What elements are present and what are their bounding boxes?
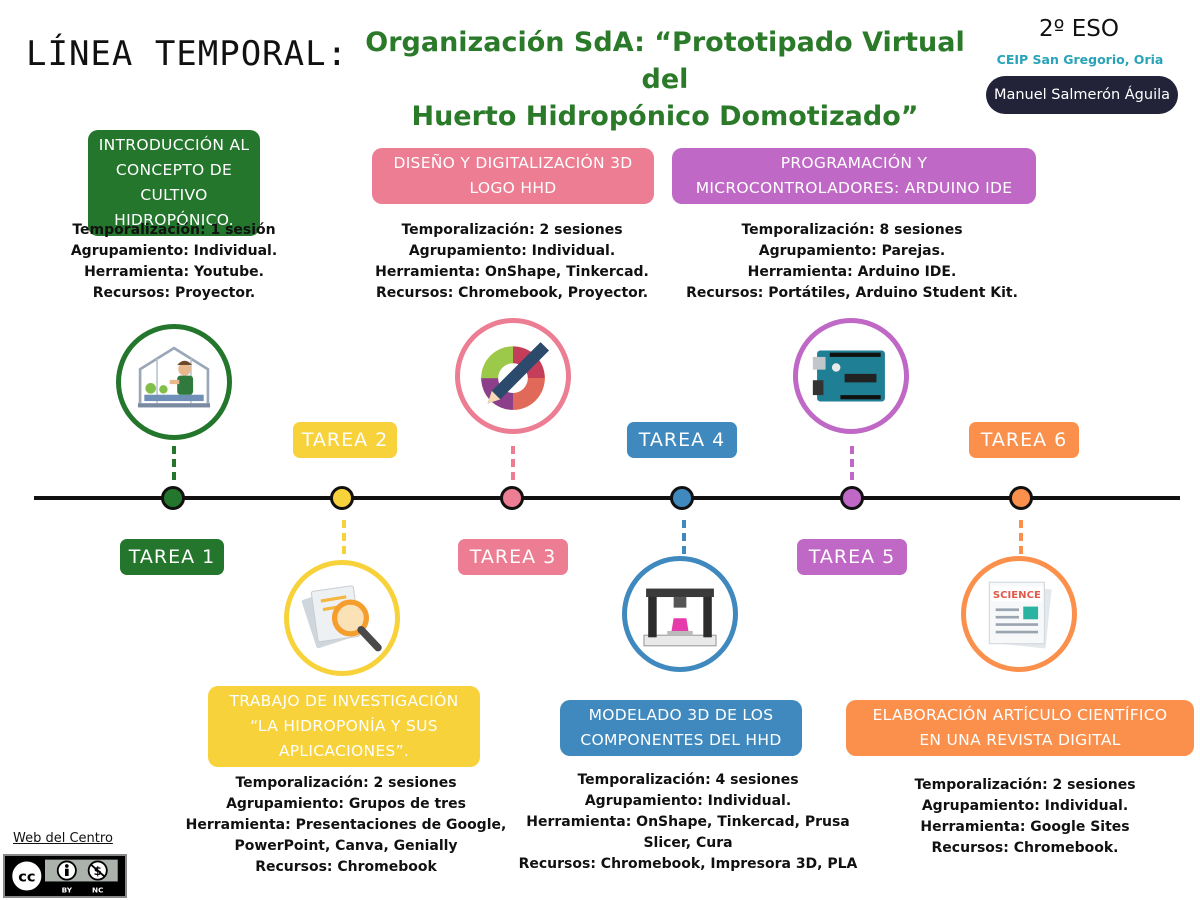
task-6-title-line: EN UNA REVISTA DIGITAL bbox=[919, 731, 1121, 749]
info-line: Temporalización: 1 sesión bbox=[72, 222, 276, 238]
connector-dash bbox=[850, 446, 854, 480]
timeline-axis bbox=[34, 496, 1180, 500]
task-4-title-line: COMPONENTES DEL HHD bbox=[580, 731, 782, 749]
info-line: Recursos: Portátiles, Arduino Student Ki… bbox=[686, 285, 1018, 301]
task-3-title-line: DISEÑO Y DIGITALIZACIÓN 3D bbox=[393, 154, 633, 172]
info-line: Temporalización: 4 sesiones bbox=[577, 772, 799, 788]
school-label: CEIP San Gregorio, Oria bbox=[996, 52, 1164, 67]
info-line: Agrupamiento: Individual. bbox=[70, 243, 278, 259]
info-line: Agrupamiento: Individual. bbox=[921, 798, 1129, 814]
task-1-title: INTRODUCCIÓN AL CONCEPTO DE CULTIVO HIDR… bbox=[88, 130, 260, 236]
info-line: Agrupamiento: Individual. bbox=[584, 793, 792, 809]
task-3-title: DISEÑO Y DIGITALIZACIÓN 3D LOGO HHD bbox=[372, 148, 654, 204]
info-line: Recursos: Chromebook, Proyector. bbox=[375, 285, 649, 301]
connector-dash bbox=[172, 446, 176, 480]
info-line: Herramienta: Google Sites bbox=[920, 819, 1130, 835]
task-1-title-line: INTRODUCCIÓN AL bbox=[98, 136, 250, 154]
task-2-title: TRABAJO DE INVESTIGACIÓN “LA HIDROPONÍA … bbox=[208, 686, 480, 767]
timeline-dot-4 bbox=[670, 486, 694, 510]
info-line: Herramienta: Presentaciones de Google, bbox=[185, 817, 507, 833]
task-6-label: TAREA 6 bbox=[969, 422, 1079, 458]
task-2-label: TAREA 2 bbox=[293, 422, 397, 458]
grade-label: 2º ESO bbox=[1038, 16, 1120, 42]
task-2-info: Temporalización: 2 sesiones Agrupamiento… bbox=[182, 773, 510, 878]
subtitle-line-2: Huerto Hidropónico Domotizado” bbox=[411, 101, 919, 132]
task-5-title: PROGRAMACIÓN Y MICROCONTROLADORES: ARDUI… bbox=[672, 148, 1036, 204]
info-line: Recursos: Chromebook. bbox=[931, 840, 1119, 856]
task-2-title-line: TRABAJO DE INVESTIGACIÓN bbox=[229, 692, 459, 710]
design-pen-icon bbox=[455, 318, 571, 434]
task-4-label: TAREA 4 bbox=[627, 422, 737, 458]
timeline-dot-1 bbox=[161, 486, 185, 510]
svg-text:cc: cc bbox=[18, 869, 35, 885]
timeline-dot-2 bbox=[330, 486, 354, 510]
task-5-title-line: PROGRAMACIÓN Y bbox=[780, 154, 928, 172]
info-line: Herramienta: OnShape, Tinkercad, Prusa bbox=[526, 814, 850, 830]
task-6-title-line: ELABORACIÓN ARTÍCULO CIENTÍFICO bbox=[872, 706, 1168, 724]
page-title: LÍNEA TEMPORAL: bbox=[26, 34, 349, 74]
info-line: Slicer, Cura bbox=[643, 835, 733, 851]
info-line: Recursos: Chromebook, Impresora 3D, PLA bbox=[518, 856, 858, 872]
page-subtitle: Organización SdA: “Prototipado Virtual d… bbox=[360, 24, 970, 135]
task-1-title-line: CONCEPTO DE CULTIVO bbox=[115, 161, 233, 204]
task-4-title-line: MODELADO 3D DE LOS bbox=[588, 706, 774, 724]
science-magazine-icon: SCIENCE bbox=[961, 556, 1077, 672]
task-4-info: Temporalización: 4 sesiones Agrupamiento… bbox=[516, 770, 860, 875]
info-line: Agrupamiento: Grupos de tres bbox=[226, 796, 466, 812]
cc-license-badge: cc $ BY NC bbox=[3, 854, 127, 898]
svg-text:NC: NC bbox=[92, 885, 103, 894]
3d-printer-icon bbox=[622, 556, 738, 672]
task-1-title-line: HIDROPÓNICO. bbox=[114, 211, 234, 229]
connector-dash bbox=[1019, 520, 1023, 554]
school-website-link[interactable]: Web del Centro bbox=[13, 831, 113, 846]
info-line: Recursos: Chromebook bbox=[255, 859, 437, 875]
task-3-label: TAREA 3 bbox=[458, 539, 568, 575]
timeline-dot-5 bbox=[840, 486, 864, 510]
info-line: Herramienta: Arduino IDE. bbox=[747, 264, 957, 280]
info-line: Agrupamiento: Parejas. bbox=[758, 243, 946, 259]
greenhouse-gardener-icon bbox=[116, 324, 232, 440]
info-line: Agrupamiento: Individual. bbox=[408, 243, 616, 259]
task-4-title: MODELADO 3D DE LOS COMPONENTES DEL HHD bbox=[560, 700, 802, 756]
info-line: Herramienta: OnShape, Tinkercad. bbox=[375, 264, 649, 280]
subtitle-line-1: Organización SdA: “Prototipado Virtual d… bbox=[365, 27, 965, 95]
task-5-title-line: MICROCONTROLADORES: ARDUINO IDE bbox=[695, 179, 1013, 197]
task-3-title-line: LOGO HHD bbox=[469, 179, 557, 197]
magnifier-documents-icon bbox=[284, 560, 400, 676]
task-2-title-line: “LA HIDROPONÍA Y SUS bbox=[250, 717, 438, 735]
info-line: Recursos: Proyector. bbox=[92, 285, 256, 301]
task-1-info: Temporalización: 1 sesión Agrupamiento: … bbox=[54, 220, 294, 304]
task-5-info: Temporalización: 8 sesiones Agrupamiento… bbox=[680, 220, 1024, 304]
timeline-dot-6 bbox=[1009, 486, 1033, 510]
info-line: Temporalización: 2 sesiones bbox=[401, 222, 623, 238]
info-line: PowerPoint, Canva, Genially bbox=[234, 838, 458, 854]
info-line: Temporalización: 2 sesiones bbox=[235, 775, 457, 791]
info-line: Temporalización: 2 sesiones bbox=[914, 777, 1136, 793]
connector-dash bbox=[682, 520, 686, 554]
arduino-board-icon bbox=[793, 318, 909, 434]
info-line: Temporalización: 8 sesiones bbox=[741, 222, 963, 238]
task-1-label: TAREA 1 bbox=[120, 539, 224, 575]
science-magazine-text: SCIENCE bbox=[993, 590, 1041, 601]
svg-text:BY: BY bbox=[62, 885, 73, 894]
timeline-dot-3 bbox=[500, 486, 524, 510]
task-6-info: Temporalización: 2 sesiones Agrupamiento… bbox=[900, 775, 1150, 859]
task-3-info: Temporalización: 2 sesiones Agrupamiento… bbox=[372, 220, 652, 304]
info-line: Herramienta: Youtube. bbox=[84, 264, 264, 280]
task-6-title: ELABORACIÓN ARTÍCULO CIENTÍFICO EN UNA R… bbox=[846, 700, 1194, 756]
connector-dash bbox=[342, 520, 346, 554]
task-5-label: TAREA 5 bbox=[797, 539, 907, 575]
author-badge: Manuel Salmerón Águila bbox=[986, 76, 1178, 114]
cc-by-nc-icon: cc $ BY NC bbox=[8, 856, 122, 896]
connector-dash bbox=[511, 446, 515, 480]
task-2-title-line: APLICACIONES”. bbox=[278, 742, 410, 760]
